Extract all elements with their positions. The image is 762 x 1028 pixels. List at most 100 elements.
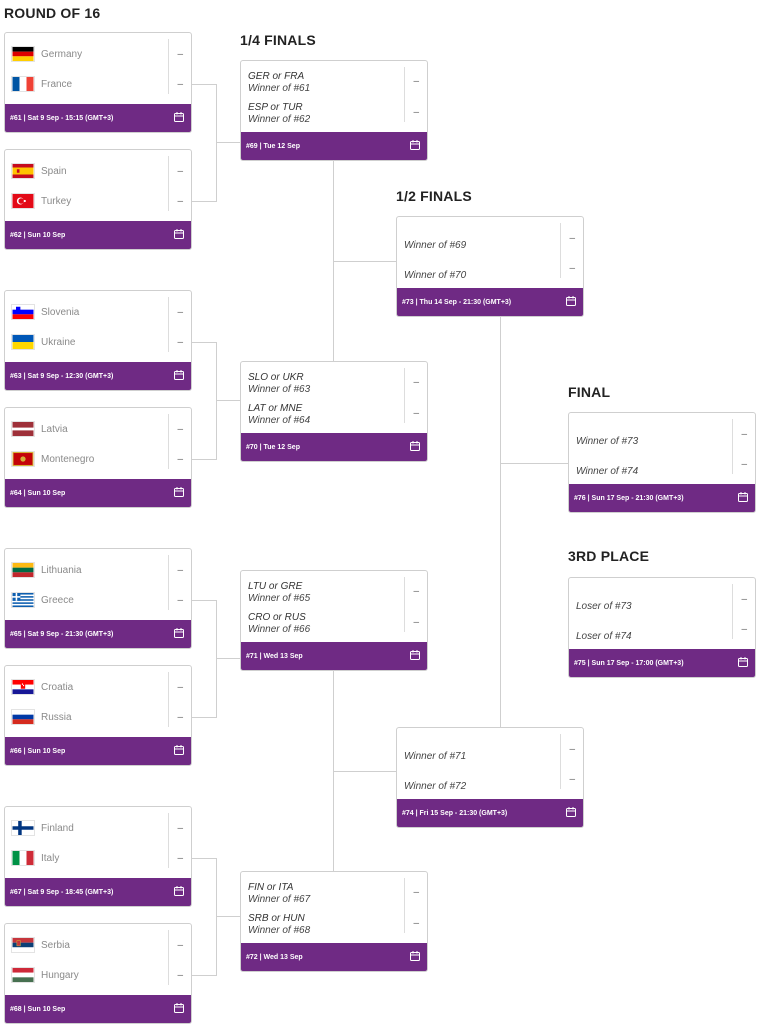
placeholder-away: Winner of #74	[576, 466, 639, 477]
match-card-69[interactable]: GER or FRA Winner of #61 ESP or TUR Winn…	[240, 60, 428, 161]
match-info: #63 | Sat 9 Sep - 12:30 (GMT+3)	[10, 372, 114, 380]
team-row: Latvia –	[5, 414, 191, 444]
team-name: Latvia	[41, 423, 68, 435]
placeholder-home: Winner of #69	[404, 240, 467, 251]
latvia-flag-icon	[11, 421, 35, 437]
score: –	[177, 48, 183, 60]
match-info-footer: #66 | Sun 10 Sep	[5, 737, 191, 765]
match-info-footer: #62 | Sun 10 Sep	[5, 221, 191, 249]
score: –	[177, 564, 183, 576]
calendar-icon[interactable]	[174, 487, 184, 497]
match-info-footer: #70 | Tue 12 Sep	[241, 433, 427, 461]
calendar-icon[interactable]	[174, 745, 184, 755]
calendar-icon[interactable]	[410, 441, 420, 451]
match-info-footer: #72 | Wed 13 Sep	[241, 943, 427, 971]
match-card-61[interactable]: Germany – France – #61 | Sat 9 Sep - 15:…	[4, 32, 192, 133]
calendar-icon[interactable]	[174, 370, 184, 380]
connector-line	[192, 717, 216, 718]
connector-line	[192, 459, 216, 460]
round-title-r16: ROUND OF 16	[4, 5, 101, 21]
team-name: Finland	[41, 822, 74, 834]
match-card-72[interactable]: FIN or ITA Winner of #67 SRB or HUN Winn…	[240, 871, 428, 972]
matchup-teams: GER or FRA	[248, 71, 305, 82]
matchup-teams: ESP or TUR	[248, 102, 303, 113]
team-row: Turkey –	[5, 186, 191, 216]
match-info: #64 | Sun 10 Sep	[10, 489, 66, 497]
match-card-66[interactable]: Croatia – Russia – #66 | Sun 10 Sep	[4, 665, 192, 766]
placeholder-away: Winner of #72	[404, 781, 467, 792]
connector-line	[500, 317, 501, 728]
connector-line	[192, 600, 216, 601]
match-card-67[interactable]: Finland – Italy – #67 | Sat 9 Sep - 18:4…	[4, 806, 192, 907]
score: –	[413, 617, 419, 628]
match-card-65[interactable]: Lithuania – Greece – #65 | Sat 9 Sep - 2…	[4, 548, 192, 649]
score: –	[177, 939, 183, 951]
calendar-icon[interactable]	[410, 951, 420, 961]
calendar-icon[interactable]	[174, 229, 184, 239]
team-row: Ukraine –	[5, 327, 191, 357]
match-info-footer: #61 | Sat 9 Sep - 15:15 (GMT+3)	[5, 104, 191, 132]
calendar-icon[interactable]	[174, 1003, 184, 1013]
team-name: Hungary	[41, 969, 79, 981]
matchup-source: Winner of #65	[248, 593, 311, 604]
score-divider	[560, 734, 561, 789]
score: –	[177, 78, 183, 90]
calendar-icon[interactable]	[738, 657, 748, 667]
match-card-73[interactable]: Winner of #69 Winner of #70 – – #73 | Th…	[396, 216, 584, 317]
match-card-74[interactable]: Winner of #71 Winner of #72 – – #74 | Fr…	[396, 727, 584, 828]
connector-line	[192, 975, 216, 976]
score: –	[177, 711, 183, 723]
team-row: Slovenia –	[5, 297, 191, 327]
score: –	[413, 107, 419, 118]
croatia-flag-icon	[11, 679, 35, 695]
match-card-70[interactable]: SLO or UKR Winner of #63 LAT or MNE Winn…	[240, 361, 428, 462]
team-name: Greece	[41, 594, 74, 606]
matchup-home: FIN or ITA Winner of #67	[248, 882, 310, 906]
match-card-71[interactable]: LTU or GRE Winner of #65 CRO or RUS Winn…	[240, 570, 428, 671]
match-card-68[interactable]: Serbia – Hungary – #68 | Sun 10 Sep	[4, 923, 192, 1024]
team-row: Greece –	[5, 585, 191, 615]
matchup-source: Winner of #67	[248, 894, 311, 905]
calendar-icon[interactable]	[174, 112, 184, 122]
match-info-footer: #67 | Sat 9 Sep - 18:45 (GMT+3)	[5, 878, 191, 906]
match-card-64[interactable]: Latvia – Montenegro – #64 | Sun 10 Sep	[4, 407, 192, 508]
score: –	[741, 594, 747, 605]
match-info: #66 | Sun 10 Sep	[10, 747, 66, 755]
matchup-teams: LTU or GRE	[248, 581, 303, 592]
team-row: Hungary –	[5, 960, 191, 990]
calendar-icon[interactable]	[566, 807, 576, 817]
match-card-62[interactable]: Spain – Turkey – #62 | Sun 10 Sep	[4, 149, 192, 250]
match-info-footer: #68 | Sun 10 Sep	[5, 995, 191, 1023]
france-flag-icon	[11, 76, 35, 92]
team-name: Montenegro	[41, 453, 95, 465]
calendar-icon[interactable]	[174, 886, 184, 896]
calendar-icon[interactable]	[410, 650, 420, 660]
score: –	[569, 263, 575, 274]
match-info: #70 | Tue 12 Sep	[246, 443, 300, 451]
matchup-source: Winner of #61	[248, 83, 311, 94]
match-info: #74 | Fri 15 Sep - 21:30 (GMT+3)	[402, 809, 508, 817]
match-info-footer: #73 | Thu 14 Sep - 21:30 (GMT+3)	[397, 288, 583, 316]
calendar-icon[interactable]	[566, 296, 576, 306]
ukraine-flag-icon	[11, 334, 35, 350]
match-info: #62 | Sun 10 Sep	[10, 231, 66, 239]
score: –	[177, 336, 183, 348]
team-name: Slovenia	[41, 306, 80, 318]
connector-line	[216, 916, 240, 917]
match-info: #75 | Sun 17 Sep - 17:00 (GMT+3)	[574, 659, 684, 667]
match-card-63[interactable]: Slovenia – Ukraine – #63 | Sat 9 Sep - 1…	[4, 290, 192, 391]
match-info-footer: #75 | Sun 17 Sep - 17:00 (GMT+3)	[569, 649, 755, 677]
matchup-teams: SRB or HUN	[248, 913, 305, 924]
calendar-icon[interactable]	[174, 628, 184, 638]
team-name: Ukraine	[41, 336, 76, 348]
match-card-76[interactable]: Winner of #73 Winner of #74 – – #76 | Su…	[568, 412, 756, 513]
calendar-icon[interactable]	[738, 492, 748, 502]
connector-line	[216, 658, 240, 659]
match-card-75[interactable]: Loser of #73 Loser of #74 – – #75 | Sun …	[568, 577, 756, 678]
matchup-away: ESP or TUR Winner of #62	[248, 102, 310, 126]
score-divider	[732, 419, 733, 474]
calendar-icon[interactable]	[410, 140, 420, 150]
team-name: France	[41, 78, 73, 90]
hungary-flag-icon	[11, 967, 35, 983]
score: –	[413, 408, 419, 419]
